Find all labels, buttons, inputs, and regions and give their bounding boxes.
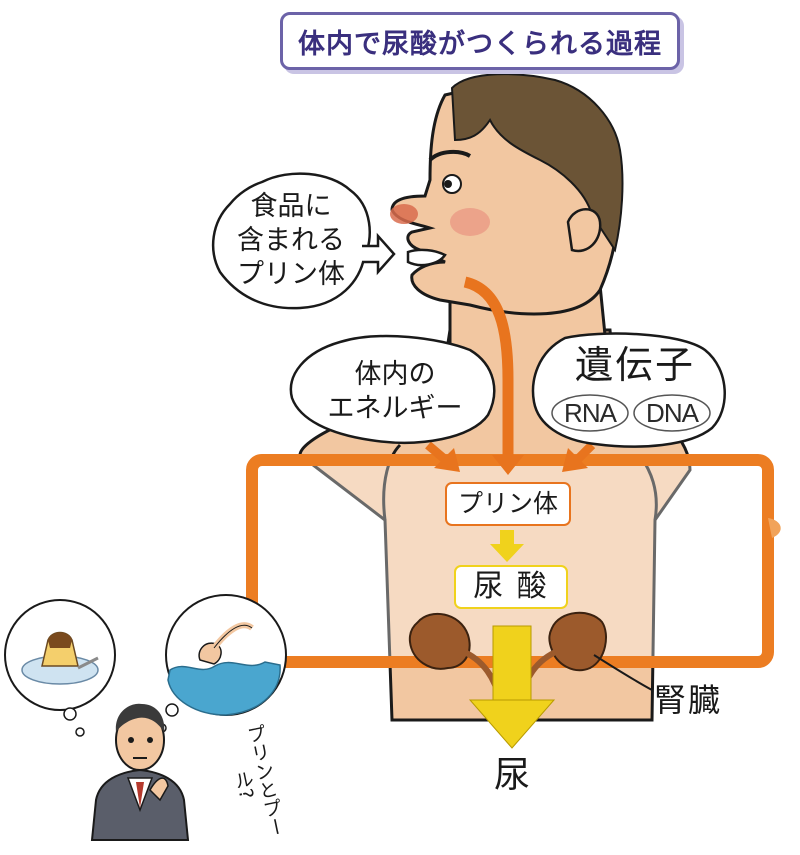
food-line-3: プリン体 [237,259,345,290]
kidney-pointer-line [593,654,653,691]
diagram-title: 体内で尿酸がつくられる過程 [280,12,680,70]
thinking-businessman-icon [90,703,190,841]
ear [566,208,602,253]
uric-acid-box [454,565,568,609]
purine-box [445,482,571,526]
food-bubble-arrow [362,232,396,276]
food-line-2: 含まれる [237,225,345,256]
energy-bubble-text: 体内の エネルギー [300,358,490,426]
hair [450,73,624,253]
left-kidney-icon [408,613,471,670]
kidneys [408,611,607,701]
energy-bubble [289,334,496,444]
dna-label: DNA [646,397,699,428]
food-flow-arrow [463,276,514,460]
energy-line-1: 体内の [354,359,436,390]
pudding-thought [4,599,116,737]
swimmer-thought [157,594,287,733]
purine-to-uric-arrow [490,544,524,562]
rna-pill [551,394,629,432]
mouth [406,248,447,267]
urine-arrow-shaft [492,625,532,707]
urine-label: 尿 [493,755,530,796]
purine-label: プリン体 [457,489,558,518]
cheek [450,208,490,236]
urine-arrow-head [468,699,556,749]
nose [390,204,418,224]
food-bubble-text: 食品に 含まれる プリン体 [226,190,356,292]
kidney-label: 腎臓 [654,681,723,719]
dna-pill [633,394,711,432]
energy-line-2: エネルギー [327,393,463,424]
rna-label: RNA [564,397,617,428]
gene-label: 遺伝子 [574,343,695,387]
food-line-1: 食品に [250,191,332,222]
uric-acid-label: 尿 酸 [473,569,549,604]
right-kidney-icon [548,611,607,672]
food-bubble [212,172,371,310]
